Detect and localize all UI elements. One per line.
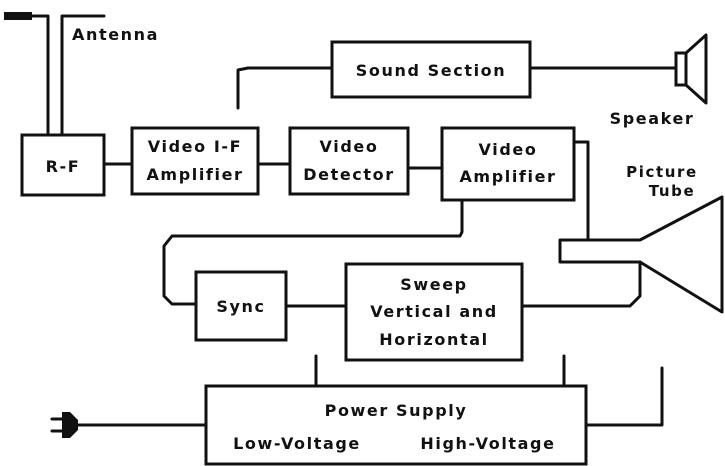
speaker-icon: [676, 35, 706, 103]
antenna-tip: [4, 12, 32, 20]
video-amplifier-label-2: Amplifier: [459, 167, 556, 186]
video-if-label-2: Amplifier: [146, 165, 243, 184]
video-if-label-1: Video I-F: [148, 137, 242, 156]
video-detector-label-2: Detector: [303, 165, 394, 184]
speaker-label: Speaker: [610, 109, 695, 128]
picture-tube-label-1: Picture: [626, 163, 698, 181]
sweep-to-tube-wire: [522, 262, 640, 306]
high-voltage-label: High-Voltage: [420, 434, 555, 453]
sound-section-label: Sound Section: [356, 61, 507, 80]
antenna-left-arm: [12, 16, 48, 135]
power-plug-icon: [52, 412, 206, 438]
sweep-label-2: Vertical and: [370, 302, 498, 321]
high-voltage-to-tube-wire: [586, 368, 662, 425]
video-amp-to-tube-wire: [574, 142, 588, 240]
rf-label: R-F: [46, 157, 81, 176]
video-amplifier-label-1: Video: [479, 140, 538, 159]
sweep-label-3: Horizontal: [379, 330, 488, 349]
sync-label: Sync: [216, 297, 265, 316]
video-detector-label-1: Video: [320, 137, 379, 156]
antenna-label: Antenna: [72, 25, 159, 44]
sound-pickup-wire: [238, 68, 332, 108]
power-supply-label: Power Supply: [325, 401, 468, 420]
sweep-label-1: Sweep: [400, 275, 467, 294]
low-voltage-label: Low-Voltage: [233, 434, 361, 453]
video-amplifier-box: [442, 128, 574, 200]
picture-tube-label-2: Tube: [649, 182, 696, 200]
